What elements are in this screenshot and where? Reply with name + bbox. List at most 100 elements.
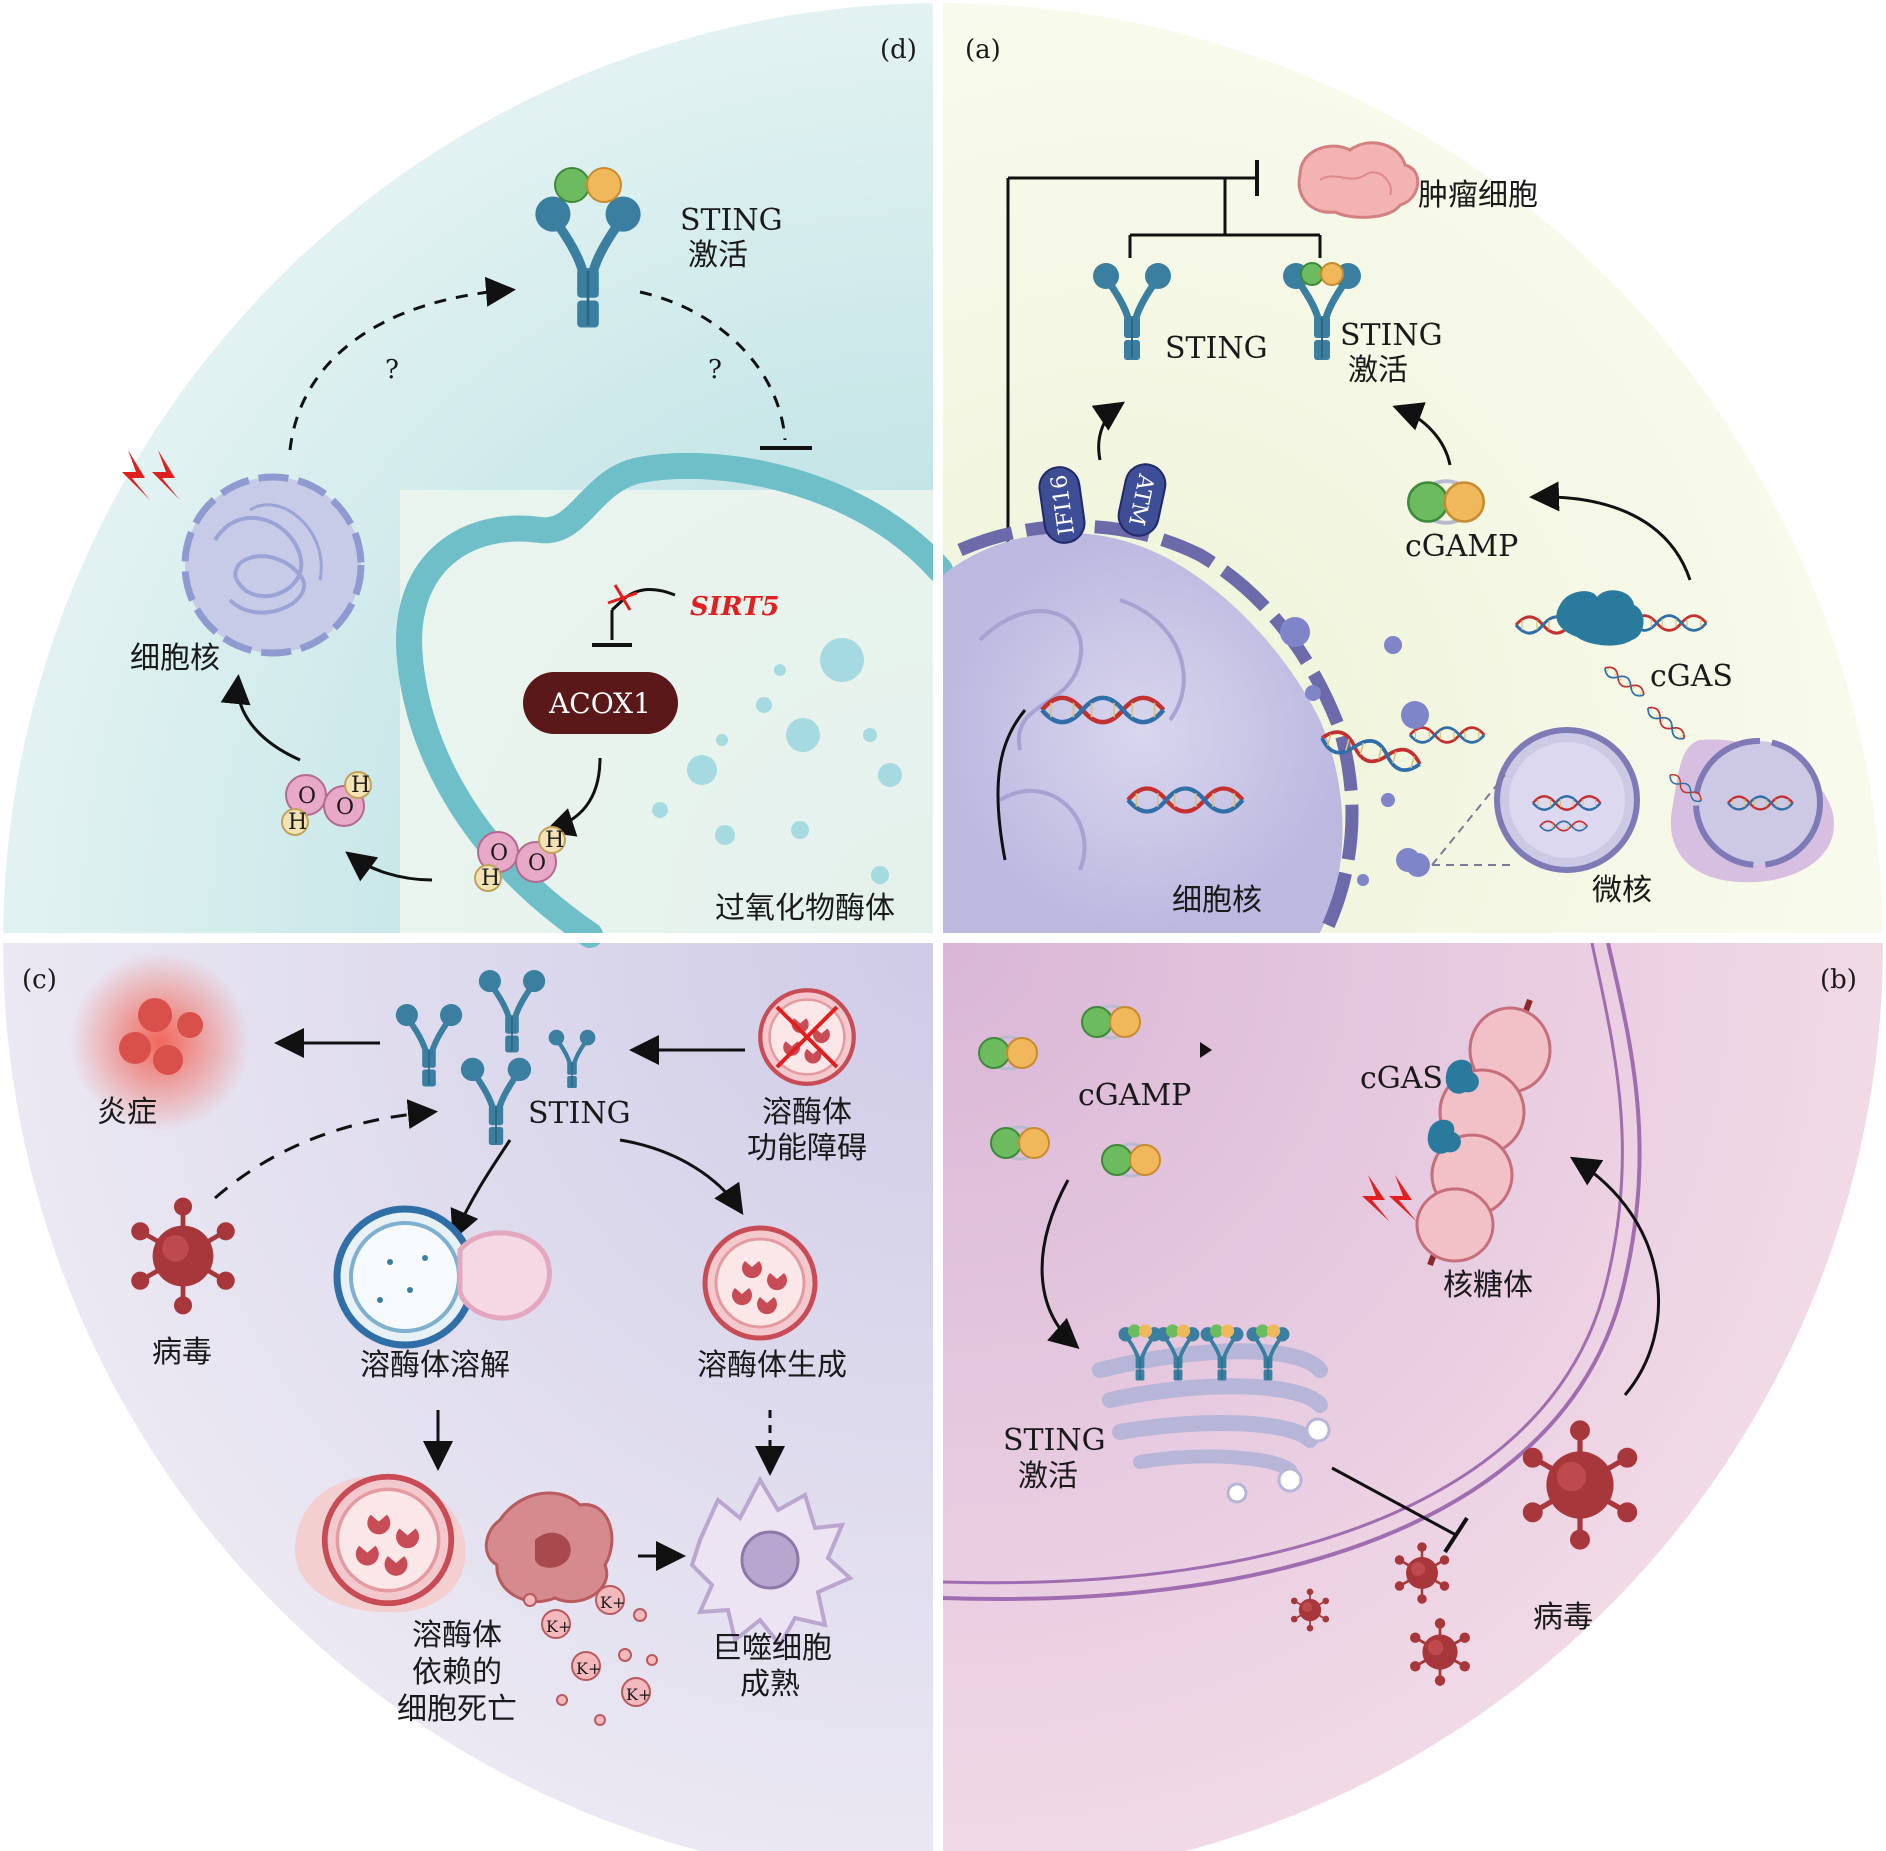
micronucleus-small-icon	[1406, 853, 1430, 877]
cgamp-label: cGAMP	[1405, 529, 1518, 564]
sting-active-label-line2: 激活	[1018, 1459, 1078, 1494]
bracket-curve	[996, 709, 1027, 861]
dashed-arrow-to-sting	[288, 276, 516, 451]
o-atom-4: O	[528, 851, 546, 876]
panel-d-tag: (d)	[880, 35, 917, 65]
virus-label: 病毒	[152, 1335, 212, 1370]
potassium-ion-label: K+	[626, 1685, 651, 1704]
arrow-to-nucleus	[220, 674, 301, 762]
panel-c: (c) 炎症 STING 溶酶体 功能障碍 病毒	[22, 952, 867, 1727]
sting-active-label-line1: STING	[1340, 318, 1443, 353]
nucleus-label: 细胞核	[1172, 883, 1262, 918]
lysosome-dysfunction-icon	[760, 990, 854, 1084]
macrophage-label-line2: 成熟	[740, 1667, 800, 1702]
cell-death-label-line2: 依赖的	[412, 1655, 502, 1690]
lysosome-lysis-label: 溶酶体溶解	[360, 1348, 510, 1383]
h-atom-4: H	[481, 866, 500, 891]
arrow-to-biogenesis	[619, 1138, 744, 1215]
sting-label: STING	[528, 1096, 631, 1131]
h-atom-1: H	[351, 773, 370, 798]
dying-cell-icon	[485, 1491, 614, 1604]
h-atom-3: H	[545, 828, 564, 853]
cell-membrane-outer	[942, 942, 1642, 1601]
ifi16-sensor-icon: IFI16	[1038, 466, 1086, 544]
sting-active-icon	[535, 167, 640, 328]
lysosome-biogenesis-label: 溶酶体生成	[697, 1348, 847, 1383]
nucleus-icon	[181, 473, 365, 657]
arrow-h2o2-out	[345, 851, 433, 882]
o-atom-1: O	[298, 784, 316, 809]
macrophage-label-line1: 巨噬细胞	[712, 1631, 832, 1666]
h2o2-molecule-right: O O H H	[474, 826, 566, 892]
dna-damage-lightning-icon	[1362, 1175, 1417, 1222]
micronucleus-icon	[1494, 727, 1640, 873]
arrow-cgamp-to-golgi	[1040, 1179, 1080, 1349]
sting-label: STING	[1165, 331, 1268, 366]
cell-death-label-line1: 溶酶体	[412, 1618, 502, 1653]
question-mark-left: ?	[385, 355, 399, 385]
ruptured-lysosome-icon	[294, 1476, 466, 1613]
potassium-ion-label: K+	[576, 1659, 601, 1678]
potassium-ions-icon: K+ K+ K+ K+	[523, 1585, 658, 1726]
small-arrowhead	[1200, 1042, 1212, 1058]
inhibit-bar-virus	[1443, 1516, 1469, 1554]
sting-active-label-line1: STING	[680, 203, 783, 238]
arrow-to-lysis	[450, 1139, 512, 1241]
micronucleus-label: 微核	[1592, 873, 1652, 908]
lysosome-dysfunction-label-line2: 功能障碍	[747, 1131, 867, 1166]
atm-sensor-icon: ATM	[1117, 463, 1167, 537]
sting-active-label-line2: 激活	[688, 238, 748, 273]
acox1-label: ACOX1	[548, 687, 651, 720]
cgas-icon	[1514, 590, 1708, 646]
micronucleus-rupture-icon	[1666, 738, 1834, 883]
sirt5-label: SIRT5	[690, 592, 780, 622]
cgas-on-ribosome-icon	[1445, 1059, 1479, 1094]
o-atom-2: O	[336, 795, 354, 820]
panel-c-tag: (c)	[22, 965, 57, 995]
acox1-pill	[523, 672, 678, 734]
panel-a: (a) 肿瘤细胞 STING STING 激活	[943, 35, 1834, 936]
nucleus-label: 细胞核	[130, 641, 220, 676]
dna-damage-lightning-icon	[122, 450, 180, 500]
inflammation-glow	[70, 952, 250, 1132]
macrophage-icon	[689, 1475, 854, 1649]
peroxisome-vesicles	[652, 638, 902, 884]
arrow-cgamp-to-sting	[1392, 402, 1452, 466]
virus-label: 病毒	[1533, 1600, 1593, 1635]
cgas-on-ribosome-icon	[1427, 1119, 1461, 1154]
panel-a-tag: (a)	[965, 35, 1001, 65]
cgas-label: cGAS	[1650, 659, 1733, 694]
cell-membrane-inner	[942, 942, 1624, 1585]
cgamp-label: cGAMP	[1078, 1078, 1191, 1113]
arrow-acox1-to-h2o2	[544, 757, 602, 837]
sting-active-label-line1: STING	[1003, 1423, 1106, 1458]
panel-b: (b) cGAMP STING 激活	[942, 942, 1857, 1686]
golgi-icon	[1092, 1343, 1331, 1504]
inflammation-label: 炎症	[97, 1095, 157, 1130]
nucleus-icon	[943, 519, 1359, 936]
question-mark-right: ?	[708, 355, 722, 385]
h2o2-molecule-left: O O H H	[281, 771, 372, 836]
sting-on-golgi-icons	[1116, 1324, 1292, 1383]
inflammation-cells-icon	[119, 998, 203, 1075]
inhibit-line-virus	[1331, 1466, 1457, 1537]
arrow-ifi16-to-sting	[1091, 401, 1125, 461]
lysosome-dysfunction-label-line1: 溶酶体	[762, 1095, 852, 1130]
peroxisome-label: 过氧化物酶体	[715, 891, 895, 926]
lysosome-biogenesis-icon	[705, 1228, 815, 1338]
panel-d: (d) STING 激活 ? ? 细胞核	[122, 35, 953, 948]
arrow-cgas-to-cgamp	[1529, 481, 1692, 581]
blocked-x-icon	[607, 584, 638, 611]
potassium-ion-label: K+	[600, 1593, 625, 1612]
tumor-cell-icon	[1297, 141, 1420, 219]
peroxisome-membrane	[396, 452, 953, 948]
cgas-label: cGAS	[1360, 1061, 1443, 1096]
h-atom-2: H	[288, 810, 307, 835]
arrow-virus-to-ribosome	[1569, 1156, 1660, 1396]
dashed-arrow-virus-to-sting	[214, 1099, 438, 1200]
o-atom-3: O	[490, 841, 508, 866]
lysosome-fusion-icon	[333, 1205, 552, 1349]
tumor-cell-label: 肿瘤细胞	[1418, 178, 1538, 213]
cell-death-label-line3: 细胞死亡	[397, 1692, 517, 1727]
